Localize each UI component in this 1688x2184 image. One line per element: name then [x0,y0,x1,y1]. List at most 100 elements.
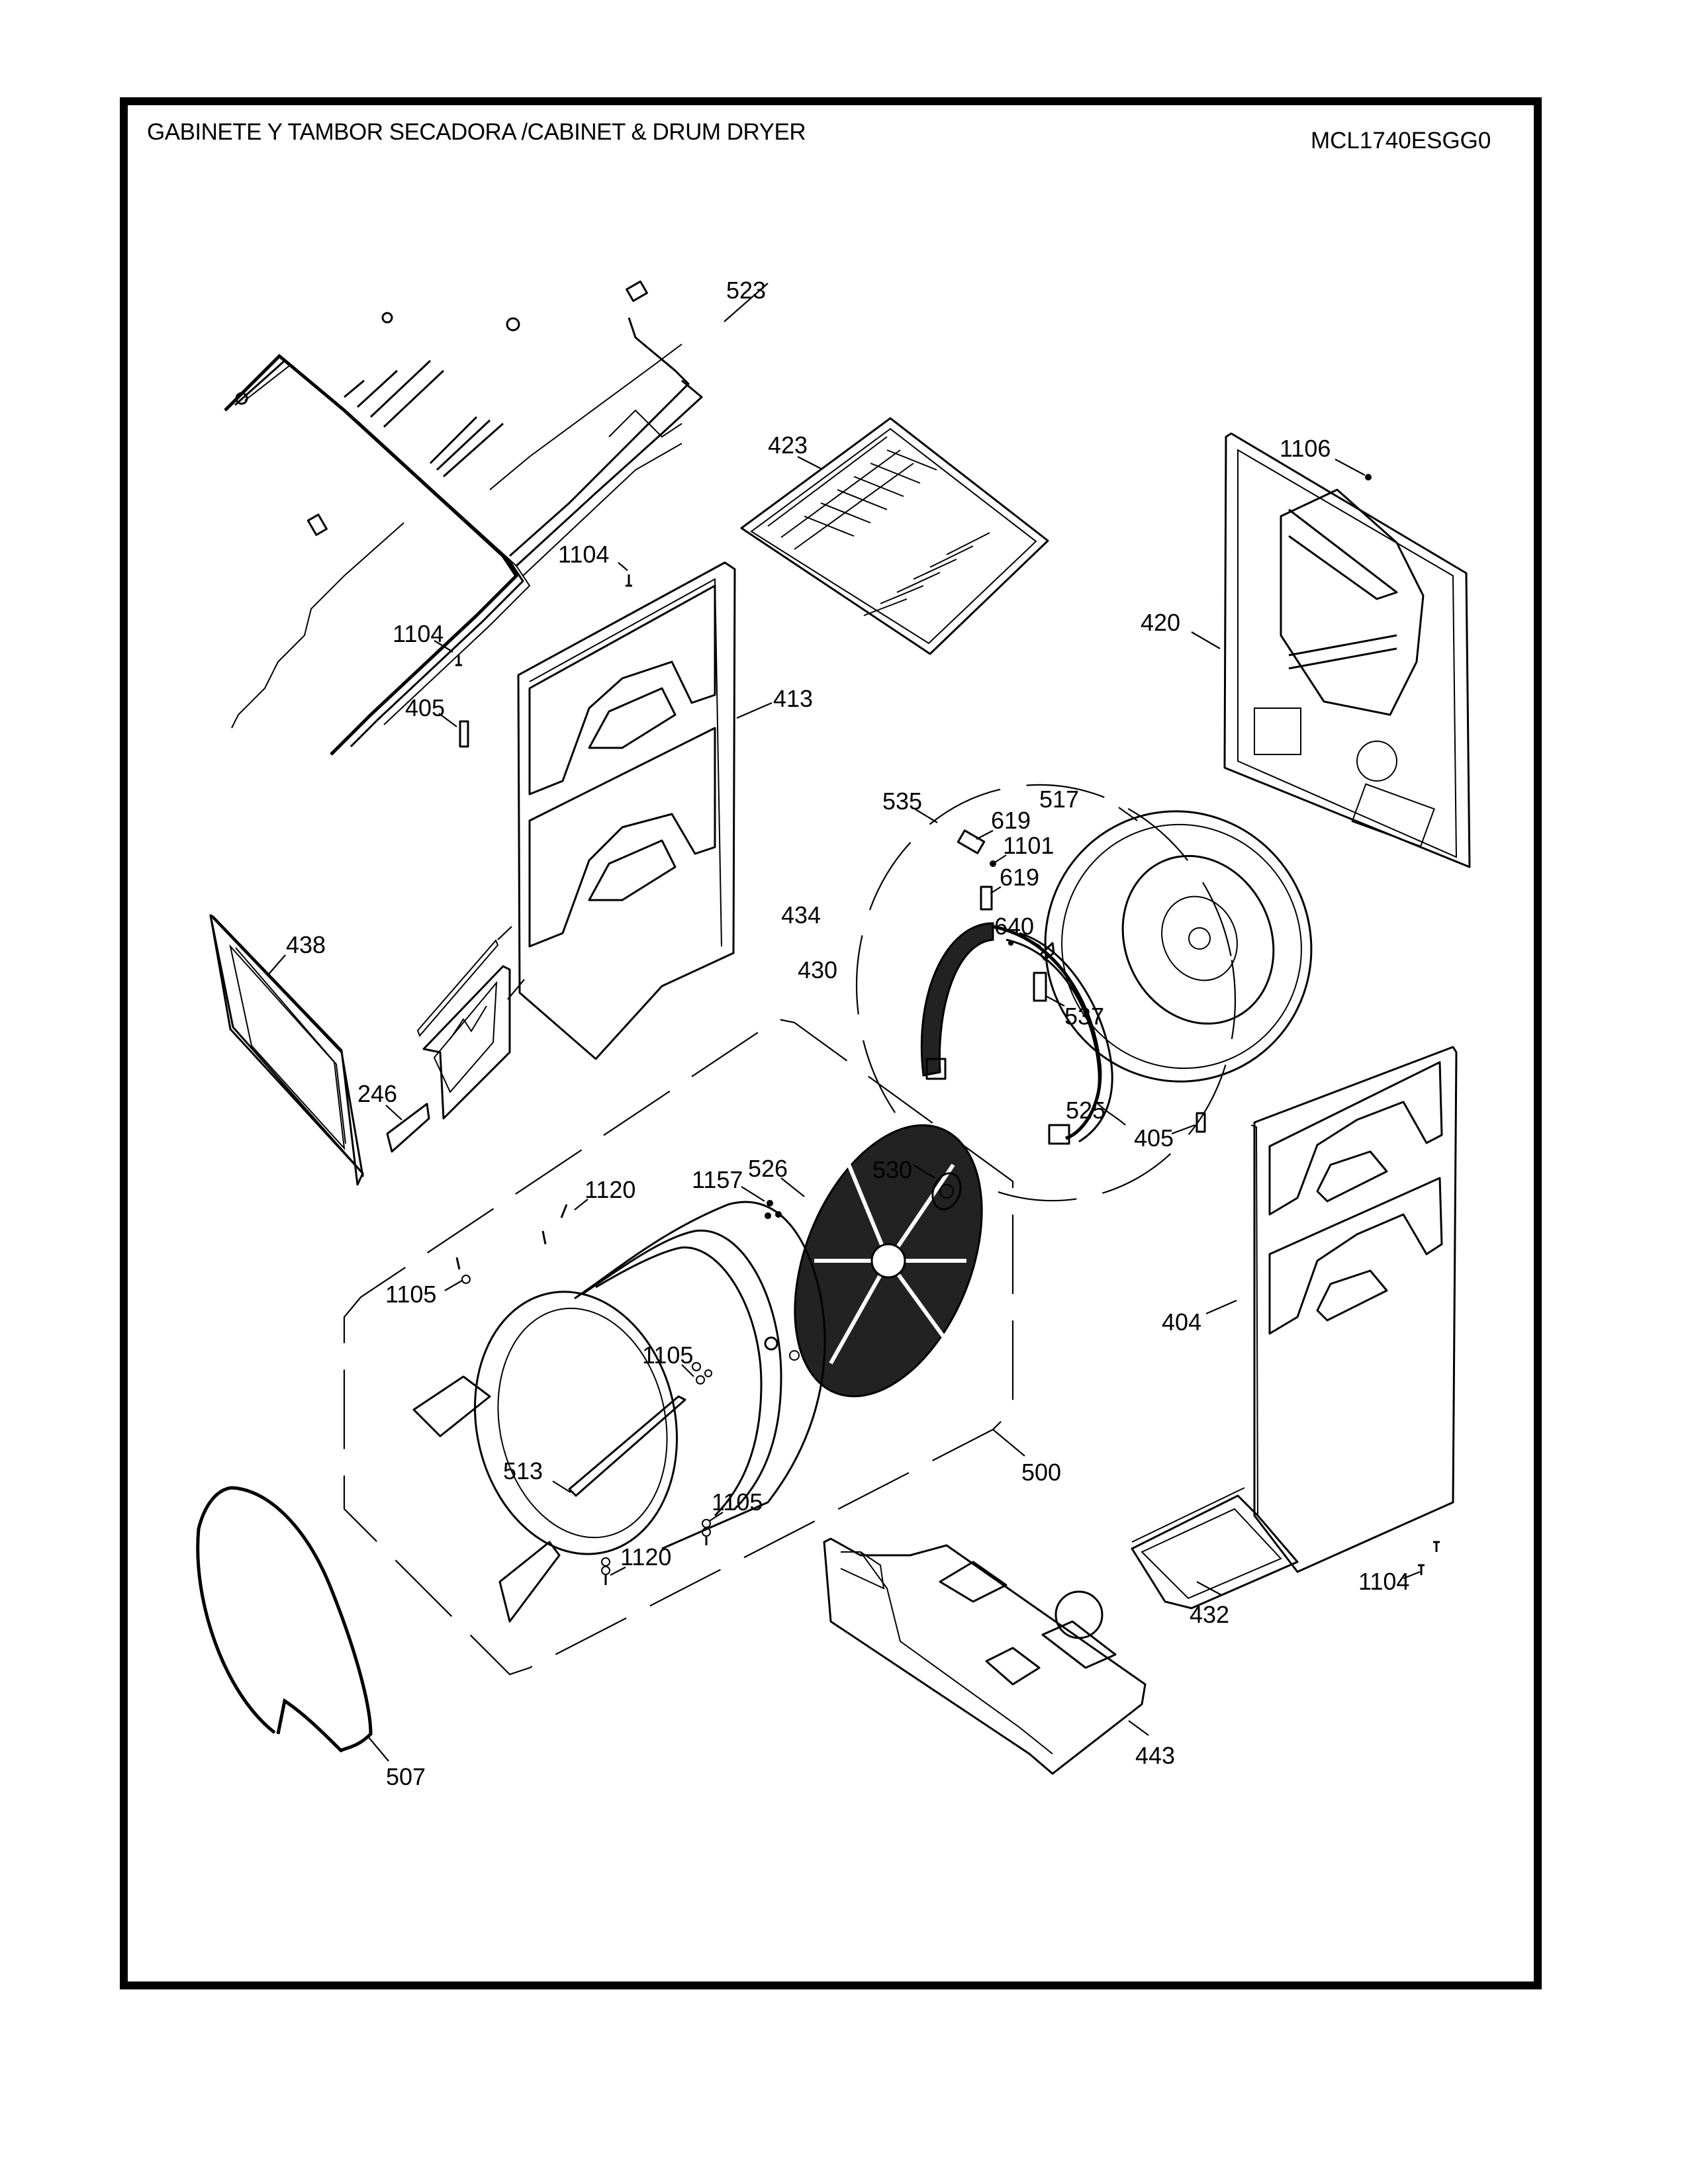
callout-1104-b[interactable]: 1104 [393,620,444,647]
callout-1157[interactable]: 1157 [692,1166,743,1193]
leader-1106 [1335,459,1366,476]
leader-500 [992,1429,1025,1457]
leader-423 [797,456,821,469]
part-wire-harness[interactable] [224,280,769,756]
part-screw-1104-c[interactable] [1403,1541,1440,1580]
leader-517 [1118,807,1138,821]
model-number: MCL1740ESGG0 [1311,128,1491,154]
leader-1120-b [610,1567,626,1576]
part-thermostat-619-a[interactable] [957,829,994,854]
callout-1104-c[interactable]: 1104 [1358,1568,1409,1595]
part-hinge-clip-405-b[interactable] [1171,1112,1206,1135]
part-front-panel[interactable] [209,914,364,1186]
part-left-side-panel[interactable] [517,561,773,1060]
callout-404[interactable]: 404 [1162,1308,1201,1336]
callout-434[interactable]: 434 [781,901,821,929]
leader-420 [1191,631,1221,649]
part-rear-panel[interactable] [1191,432,1471,868]
callout-413[interactable]: 413 [773,685,813,712]
callout-1106[interactable]: 1106 [1280,435,1331,462]
leader-438 [267,954,286,976]
part-drum-baffle-513[interactable] [412,1375,686,1623]
callout-640[interactable]: 640 [994,913,1034,940]
callout-430[interactable]: 430 [798,956,837,983]
part-screw-1120-a[interactable] [455,1199,588,1270]
callout-500[interactable]: 500 [1021,1459,1061,1486]
part-base-frame-432[interactable] [1131,1487,1299,1610]
part-strip-434[interactable] [416,926,512,1037]
part-rear-bulkhead-517[interactable] [1001,768,1356,1126]
callout-1104-a[interactable]: 1104 [558,541,609,568]
part-washer-1105-b[interactable] [681,1362,712,1385]
frame-shadow [128,1985,1542,1989]
leader-619-b [990,886,1002,894]
callout-537[interactable]: 537 [1064,1003,1104,1030]
callout-1101[interactable]: 1101 [1003,832,1054,859]
callout-1105-b[interactable]: 1105 [642,1342,693,1369]
part-thermal-fuse-640[interactable] [1008,934,1055,961]
part-bearing-530[interactable] [913,1164,965,1213]
part-screw-1104-a[interactable] [618,562,632,587]
leader-1101 [994,854,1007,863]
part-drum-rear-grille-526[interactable] [759,1098,1019,1424]
part-drum-assembly-500[interactable] [343,1018,1025,1676]
part-bracket-246[interactable] [385,1103,430,1153]
callout-523[interactable]: 523 [726,277,766,304]
callout-1105-a[interactable]: 1105 [385,1281,436,1308]
leader-1157 [741,1186,765,1202]
part-screw-1120-b[interactable] [601,1557,626,1585]
callout-438[interactable]: 438 [286,931,326,958]
part-base-plate-443[interactable] [823,1537,1149,1775]
part-washer-1105-a[interactable] [444,1275,471,1291]
callout-420[interactable]: 420 [1141,609,1180,636]
leader-434 [497,926,512,940]
part-front-frame-430[interactable] [422,965,525,1120]
callout-432[interactable]: 432 [1190,1601,1229,1628]
part-thermostat-619-b[interactable] [980,886,1002,911]
leader-640 [1020,934,1041,947]
leader-525 [1096,1101,1126,1126]
part-screw-1104-b[interactable] [434,640,462,666]
leader-1105-b [681,1364,694,1377]
leader-530 [913,1164,935,1179]
callout-246[interactable]: 246 [357,1080,397,1107]
callout-526[interactable]: 526 [748,1155,788,1182]
leader-430 [507,979,525,1000]
callout-513[interactable]: 513 [503,1457,543,1484]
part-top-panel[interactable] [740,417,1049,655]
part-heating-element-525[interactable] [920,922,1126,1145]
leader-1105-c [709,1512,724,1522]
leader-513 [552,1480,571,1493]
part-washer-1105-c[interactable] [702,1512,724,1545]
part-heater-assembly-535[interactable] [824,754,1268,1230]
leader-443 [1128,1720,1149,1736]
part-screw-1106[interactable] [1335,459,1372,480]
leader-1104-c [1403,1570,1421,1580]
part-screw-1101[interactable] [990,854,1007,867]
callout-619-b[interactable]: 619 [1000,864,1039,891]
part-bracket-537[interactable] [1033,972,1065,1007]
callout-525[interactable]: 525 [1066,1097,1105,1124]
leader-413 [736,702,773,719]
callout-1105-c[interactable]: 1105 [712,1488,763,1516]
callout-619-a[interactable]: 619 [991,807,1031,834]
callout-530[interactable]: 530 [872,1156,912,1183]
callout-535[interactable]: 535 [882,788,922,815]
leader-1104-a [618,562,628,571]
callout-1120-a[interactable]: 1120 [585,1176,635,1203]
callout-405-a[interactable]: 405 [405,694,445,721]
callout-443[interactable]: 443 [1135,1742,1175,1769]
part-drum[interactable] [451,1201,826,1573]
callout-423[interactable]: 423 [768,432,808,459]
leader-535 [915,809,938,823]
callout-405-b[interactable]: 405 [1134,1124,1174,1152]
callout-1120-b[interactable]: 1120 [620,1543,671,1570]
callout-507[interactable]: 507 [386,1763,426,1790]
part-drum-belt-507[interactable] [196,1486,389,1762]
callout-517[interactable]: 517 [1039,786,1079,813]
leader-404 [1205,1299,1237,1315]
part-right-side-panel[interactable] [1205,1046,1458,1573]
callout-labels: 523 423 1106 420 1104 1104 405 413 535 6… [286,277,1409,1790]
part-hinge-clip-405-a[interactable] [438,713,469,748]
